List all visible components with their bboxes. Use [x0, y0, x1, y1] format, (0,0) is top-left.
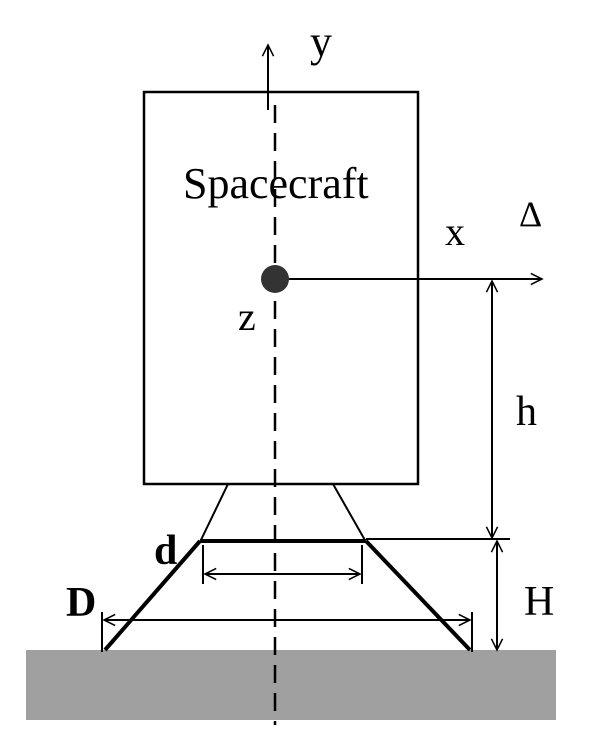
x-axis-label: x — [445, 209, 465, 254]
plume-left-edge — [103, 539, 202, 652]
center-of-mass-dot — [261, 265, 289, 293]
z-axis-label: z — [238, 294, 256, 339]
spacecraft-label: Spacecraft — [183, 159, 369, 208]
y-axis-label: y — [310, 17, 332, 66]
ground-surface — [26, 650, 556, 720]
spacecraft-body — [142, 90, 420, 486]
d-label: d — [154, 528, 177, 574]
nozzle-skirt-right — [332, 483, 367, 543]
nozzle-skirt-left — [199, 483, 229, 543]
h-label: h — [516, 389, 537, 435]
D-label: D — [66, 580, 96, 626]
plume-right-edge — [364, 539, 472, 652]
delta-label: Δ — [519, 194, 542, 234]
H-label: H — [524, 579, 554, 625]
